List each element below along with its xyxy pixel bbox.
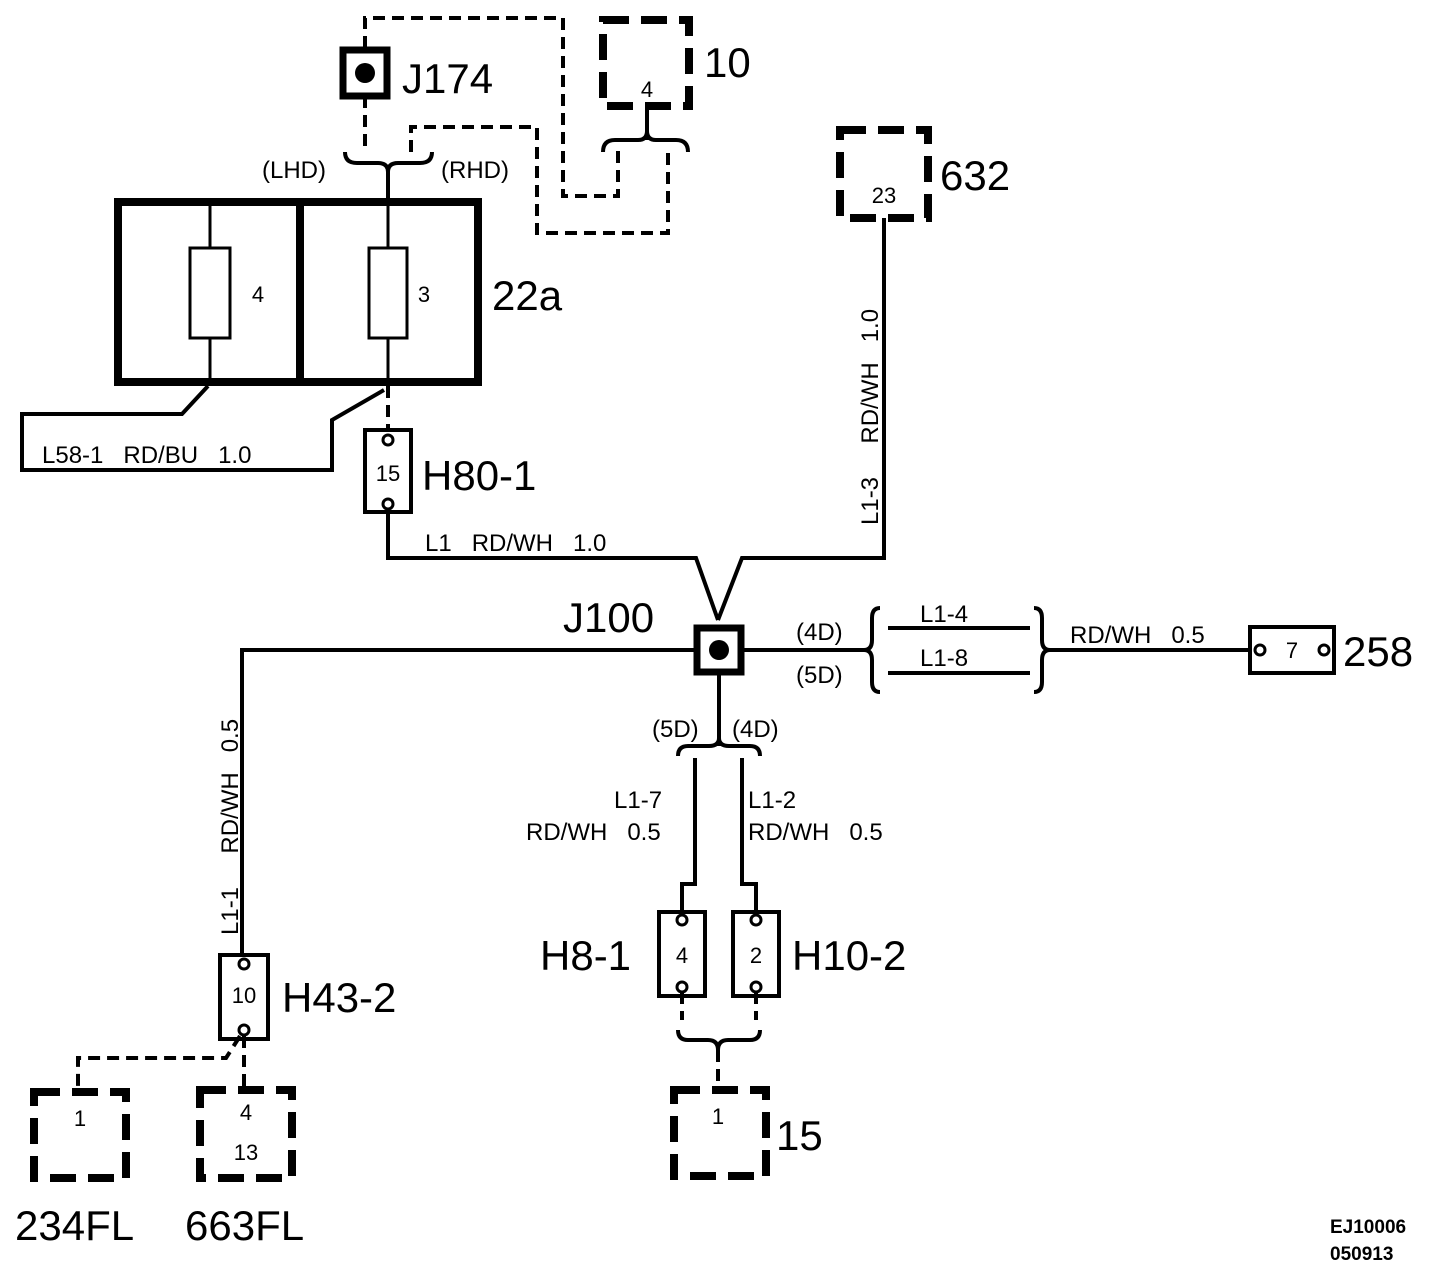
connector-632-pin: 23 [872,183,896,208]
h43-2-bottom-pin [237,1023,251,1037]
connector-632-group: 23 632 [836,126,1010,222]
lhd-rhd-brace [343,151,434,173]
wire-l1-7-id: L1-7 [614,787,662,814]
variant-4d-bottom: (4D) [732,716,779,743]
connector-258-pin: 7 [1286,638,1298,663]
wire-l1-1 [240,648,697,955]
wire-258-label: RD/WH 0.5 [1070,622,1205,649]
connector-663fl-pin-bottom: 13 [234,1140,258,1165]
wire-l1-label: L1 RD/WH 1.0 [425,530,606,557]
wire-l58-1 [20,384,385,472]
j174-connector[interactable] [339,46,391,100]
wire-l1-2-id: L1-2 [748,787,796,814]
wire-l1-3-label: L1-3 RD/WH 1.0 [857,309,884,525]
fuse-3-label: 3 [418,282,430,307]
h8-1-label: H8-1 [540,932,631,979]
connector-632[interactable] [836,126,932,222]
h80-1-pin: 15 [376,461,400,486]
wire-l1 [386,509,720,621]
fusebox-22a: 4 3 22a [114,198,563,386]
dashed-route-rhd [409,125,670,235]
connector-663fl-pin-top: 4 [240,1100,252,1125]
wire-l1-3 [716,218,886,621]
connector-10-brace [601,130,690,153]
h10-2-pin: 2 [750,943,762,968]
wire-l1-8-label: L1-8 [920,645,968,672]
h8-1-group: 4 H8-1 [540,910,707,998]
connector-15[interactable] [670,1086,770,1180]
h43-2-group: 10 H43-2 [218,953,396,1041]
connector-632-label: 632 [940,152,1010,199]
h8-1-pin: 4 [676,943,688,968]
dashed-route-j174-to-10 [363,16,620,198]
connector-234fl-label: 234FL [15,1202,134,1249]
j100-dot [709,640,729,660]
variant-5d-bottom: (5D) [652,716,699,743]
h43-2-top-pin [237,957,251,971]
variant-4d-right: (4D) [796,619,843,646]
connector-663fl[interactable] [196,1086,296,1182]
left-brace-258 [863,606,881,694]
h10-2-bottom-pin [749,980,763,994]
wire-l1-1-label: L1-1 RD/WH 0.5 [217,719,244,935]
connector-258-label: 258 [1343,628,1413,675]
h43-2-pin: 10 [232,983,256,1008]
wire-l1-2 [740,758,758,915]
connector-663fl-label: 663FL [185,1202,304,1249]
h8-1-top-pin [675,913,689,927]
h80-1-bottom-pin [381,497,395,511]
bottom-brace-15 [676,1029,762,1051]
connector-10-pin: 4 [641,77,653,102]
right-brace-258 [1033,606,1051,694]
fuse-3[interactable] [367,246,409,340]
h10-2-group: 2 H10-2 [731,910,906,998]
fuse-4-label: 4 [252,282,264,307]
rhd-label: (RHD) [441,157,509,184]
wire-l58-1-label: L58-1 RD/BU 1.0 [42,442,251,469]
wire-l1-7-spec: RD/WH 0.5 [526,819,661,846]
wire-l1-4-label: L1-4 [920,601,968,628]
h80-1-top-pin [381,433,395,447]
date-code: 050913 [1330,1244,1393,1265]
connector-258-right-pin [1317,643,1331,657]
top-section: J174 4 10 (LHD) (RHD) [262,16,751,235]
h80-1-label: H80-1 [422,452,536,499]
h80-1-group: 15 H80-1 [363,428,536,514]
fuse-4[interactable] [188,246,232,340]
connector-15-group: 1 15 [670,1086,823,1180]
connector-15-pin: 1 [712,1104,724,1129]
j174-dot [355,63,375,83]
bottom-brace-j100 [676,737,762,757]
h8-1-bottom-pin [675,980,689,994]
doc-id: EJ10006 [1330,1217,1406,1238]
j174-label: J174 [402,55,493,102]
h43-2-label: H43-2 [282,974,396,1021]
variant-5d-right: (5D) [796,662,843,689]
connector-663fl-group: 4 13 663FL [185,1086,304,1249]
lhd-label: (LHD) [262,157,326,184]
connector-234fl-pin: 1 [74,1106,86,1131]
connector-234fl-group: 1 234FL [15,1088,134,1249]
fusebox-label: 22a [492,272,563,319]
wire-l1-7 [680,758,697,915]
h10-2-label: H10-2 [792,932,906,979]
connector-15-label: 15 [776,1112,823,1159]
connector-258-group: 7 258 [1248,625,1413,675]
connector-234fl[interactable] [30,1088,130,1182]
dashed-h43-to-234fl [76,1034,242,1090]
wire-l1-2-spec: RD/WH 0.5 [748,819,883,846]
connector-258-left-pin [1253,643,1267,657]
connector-10-label: 10 [704,39,751,86]
h10-2-top-pin [749,913,763,927]
j100-label: J100 [563,594,654,641]
